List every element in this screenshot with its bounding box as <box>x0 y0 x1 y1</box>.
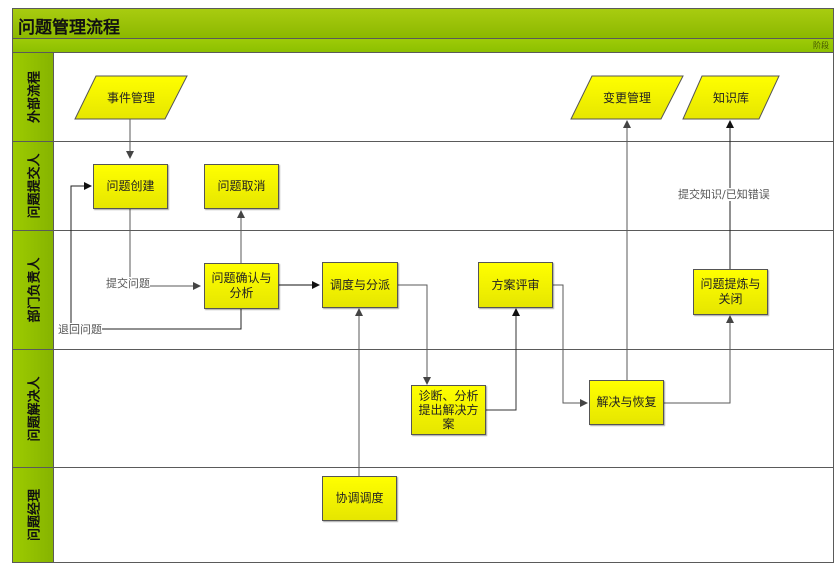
edge-review-to-resolve <box>553 284 588 407</box>
phase-bar: 阶段 <box>12 38 834 53</box>
node-label-line1: 问题提炼与 <box>700 277 761 291</box>
node-label-line2: 分析 <box>229 286 254 300</box>
node-problem-confirm-analyze[interactable]: 问题确认与 分析 <box>204 263 279 309</box>
parallelogram-shape <box>74 75 188 120</box>
node-label: 知识库 <box>712 91 749 105</box>
edge-label-return: 退回问题 <box>58 323 102 336</box>
phase-label: 阶段 <box>813 41 829 50</box>
node-label: 变更管理 <box>602 91 651 105</box>
lane-divider <box>53 230 834 231</box>
lane-divider <box>53 349 834 350</box>
node-label-line1: 问题确认与 <box>211 271 272 285</box>
node-problem-cancel[interactable]: 问题取消 <box>204 164 279 209</box>
edge-resolve-to-close <box>664 315 734 404</box>
node-label: 问题取消 <box>217 179 266 193</box>
lane-divider <box>53 467 834 468</box>
node-refine-close[interactable]: 问题提炼与 关闭 <box>693 269 768 315</box>
edge-label-knowledge: 提交知识/已知错误 <box>678 188 770 201</box>
node-coordinate[interactable]: 协调调度 <box>322 476 397 521</box>
edge-dispatch-to-diagnose <box>398 284 431 385</box>
lane-label-dept-head: 部门负责人 <box>12 230 54 350</box>
node-diagnose-propose[interactable]: 诊断、分析 提出解决方 案 <box>411 385 486 435</box>
node-resolve-recover[interactable]: 解决与恢复 <box>589 380 664 425</box>
lane-label-manager: 问题经理 <box>12 467 54 563</box>
node-solution-review[interactable]: 方案评审 <box>478 262 553 308</box>
node-change-management[interactable]: 变更管理 <box>570 75 684 120</box>
diagram-title: 问题管理流程 <box>18 18 120 38</box>
node-label: 事件管理 <box>106 91 155 105</box>
node-label: 调度与分派 <box>329 277 390 292</box>
node-dispatch[interactable]: 调度与分派 <box>322 262 398 308</box>
node-label: 解决与恢复 <box>596 395 657 409</box>
node-problem-create[interactable]: 问题创建 <box>93 164 168 209</box>
parallelogram-shape <box>682 75 780 120</box>
edge-diagnose-to-review <box>486 308 520 411</box>
node-label-line2: 提出解决方 <box>418 403 479 417</box>
edge-create-to-confirm <box>129 209 201 290</box>
parallelogram-shape <box>570 75 684 120</box>
title-bar: 问题管理流程 <box>12 8 834 39</box>
node-knowledge-base[interactable]: 知识库 <box>682 75 780 120</box>
node-label: 方案评审 <box>491 277 540 292</box>
node-incident-management[interactable]: 事件管理 <box>74 75 188 120</box>
node-label: 问题创建 <box>106 179 155 193</box>
node-label-line1: 诊断、分析 <box>418 389 479 403</box>
node-label-line3: 案 <box>442 417 455 431</box>
node-label: 协调调度 <box>335 491 384 505</box>
lane-divider <box>53 141 834 142</box>
edge-label-submit: 提交问题 <box>106 277 150 290</box>
node-label-line2: 关闭 <box>718 292 743 306</box>
